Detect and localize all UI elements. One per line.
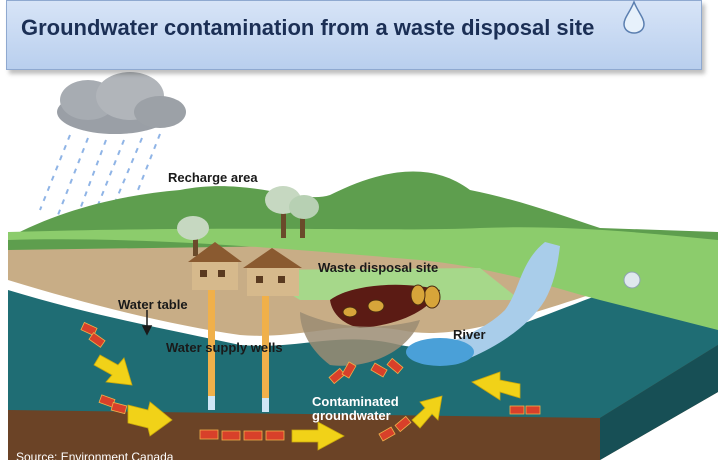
label-recharge-area: Recharge area xyxy=(168,170,258,185)
block-side xyxy=(600,345,718,460)
tree-icon xyxy=(177,186,319,256)
aquifer-layer xyxy=(8,255,718,418)
field xyxy=(250,268,520,300)
groundwater-flow-arrows xyxy=(93,354,521,451)
label-water-table: Water table xyxy=(118,297,188,312)
source-credit: Source: Environment Canada xyxy=(16,450,174,464)
label-waste-disposal-site: Waste disposal site xyxy=(318,260,439,275)
label-river: River xyxy=(453,327,486,342)
waste-barrels xyxy=(342,284,441,318)
leachate-zone xyxy=(300,312,420,366)
label-groundwater: groundwater xyxy=(312,408,391,423)
water-table-arrow-icon xyxy=(141,310,153,336)
title-banner: Groundwater contamination from a waste d… xyxy=(6,0,702,70)
water-supply-wells xyxy=(208,290,269,412)
label-water-supply-wells: Water supply wells xyxy=(166,340,283,355)
label-contaminated: Contaminated xyxy=(312,394,399,409)
globe-icon xyxy=(623,271,641,289)
water-drop-icon xyxy=(623,0,645,34)
house-icon xyxy=(188,242,302,296)
river-pool xyxy=(406,338,474,366)
river xyxy=(430,242,560,358)
rain-cloud-icon xyxy=(57,72,186,134)
rain-drops xyxy=(39,133,161,221)
contaminant-plume xyxy=(80,321,541,442)
page-title: Groundwater contamination from a waste d… xyxy=(21,15,595,40)
